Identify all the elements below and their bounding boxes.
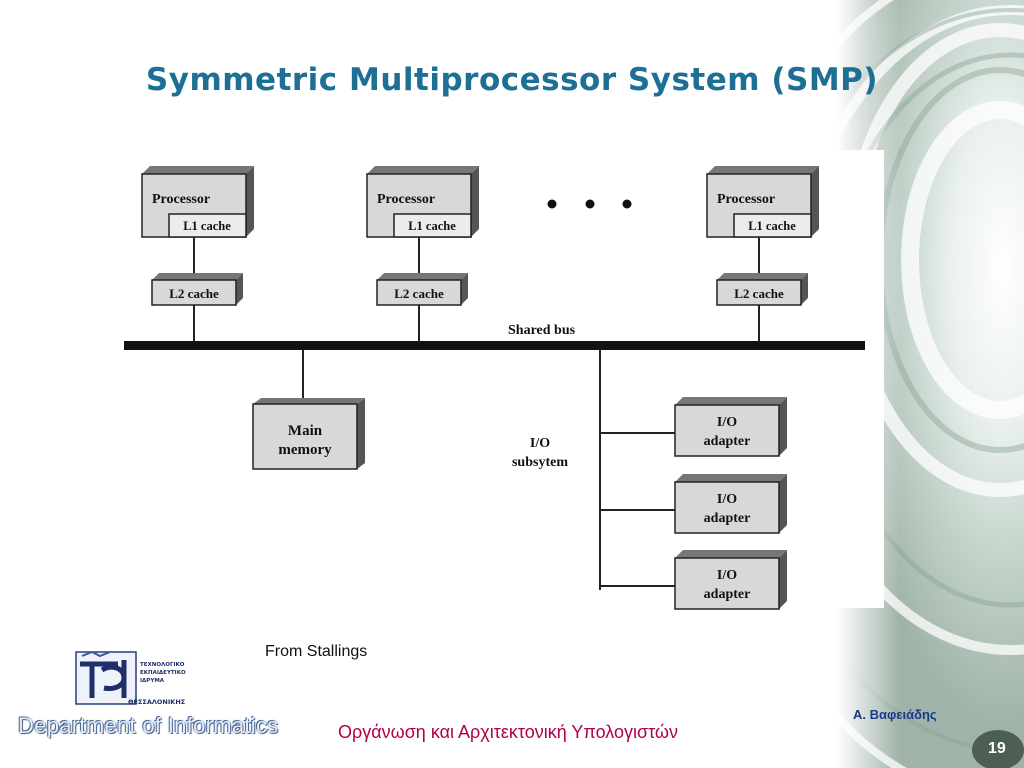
- l2-cache-label: L2 cache: [169, 286, 219, 301]
- page-number-badge: [972, 730, 1024, 768]
- io-subsystem-label-1: I/O: [530, 436, 550, 451]
- department-label: Department of Informatics: [18, 713, 279, 738]
- l2-cache-label: L2 cache: [394, 286, 444, 301]
- processor-group: Processor L1 cache L2 cache: [706, 166, 819, 342]
- io-adapter-label-1: I/O: [717, 568, 737, 583]
- io-adapter-label-2: adapter: [704, 511, 751, 526]
- l1-cache-box: [393, 213, 472, 238]
- io-adapter-label-1: I/O: [717, 492, 737, 507]
- slide-title: Symmetric Multiprocessor System (SMP): [145, 62, 879, 98]
- l1-cache-label: L1 cache: [183, 219, 231, 233]
- io-adapter-box: I/O adapter: [600, 474, 787, 534]
- io-adapter-box: I/O adapter: [600, 397, 787, 457]
- main-memory-box: Main memory: [252, 398, 365, 470]
- processor-label: Processor: [377, 192, 435, 207]
- logo-line-3: ΙΔΡΥΜΑ: [140, 678, 165, 684]
- l2-cache-label: L2 cache: [734, 286, 784, 301]
- tei-logo: ΤΕΧΝΟΛΟΓΙΚΟ ΕΚΠΑΙΔΕΥΤΙΚΟ ΙΔΡΥΜΑ ΘΕΣΣΑΛΟΝ…: [68, 646, 194, 710]
- page-number: 19: [988, 740, 1006, 757]
- logo-line-1: ΤΕΧΝΟΛΟΓΙΚΟ: [140, 662, 185, 668]
- logo-line-2: ΕΚΠΑΙΔΕΥΤΙΚΟ: [140, 670, 186, 676]
- io-adapter-label-1: I/O: [717, 415, 737, 430]
- shared-bus: [124, 341, 865, 350]
- author-name: Α. Βαφειάδης: [853, 707, 937, 722]
- main-memory-label-1: Main: [288, 423, 323, 439]
- processor-group: Processor L1 cache L2 cache: [366, 166, 479, 342]
- source-note: From Stallings: [265, 643, 368, 660]
- l1-cache-label: L1 cache: [408, 219, 456, 233]
- main-memory-label-2: memory: [278, 442, 332, 458]
- ellipsis-dots: [547, 199, 632, 209]
- io-adapter-label-2: adapter: [704, 434, 751, 449]
- io-subsystem-label-2: subsytem: [512, 455, 568, 470]
- l1-cache-box: [733, 213, 812, 238]
- shared-bus-label: Shared bus: [508, 323, 576, 338]
- l1-cache-box: [168, 213, 247, 238]
- io-adapter-box: I/O adapter: [600, 550, 787, 610]
- processor-label: Processor: [152, 192, 210, 207]
- io-adapter-label-2: adapter: [704, 587, 751, 602]
- course-name: Οργάνωση και Αρχιτεκτονική Υπολογιστών: [338, 722, 678, 742]
- l1-cache-label: L1 cache: [748, 219, 796, 233]
- processor-group: Processor L1 cache L2 cache: [141, 166, 254, 342]
- processor-label: Processor: [717, 192, 775, 207]
- logo-line-4: ΘΕΣΣΑΛΟΝΙΚΗΣ: [128, 698, 185, 706]
